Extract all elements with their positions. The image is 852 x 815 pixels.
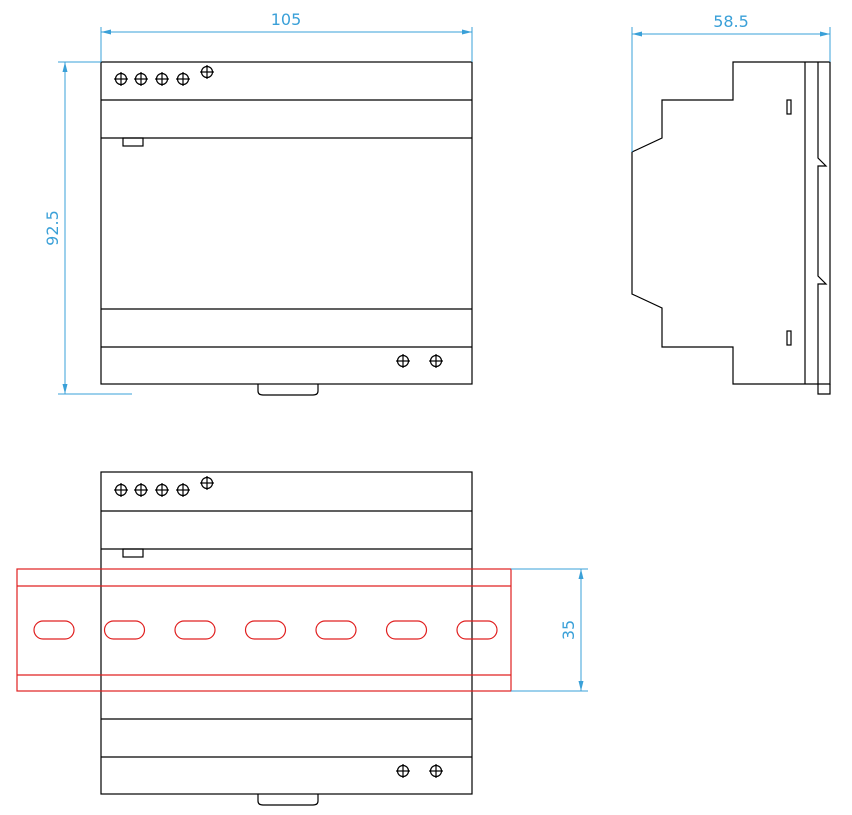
side-view-clip-slot-top: [786, 99, 792, 115]
rail-view-din-clip: [257, 794, 319, 806]
din-rail-slot: [174, 620, 216, 640]
din-rail-slot: [103, 620, 146, 640]
terminal-screw-icon: [395, 763, 411, 779]
front-view-din-clip: [257, 384, 319, 396]
arrowhead-icon: [578, 569, 584, 579]
arrowhead-icon: [578, 681, 584, 691]
front-view-top-terminal-block: [113, 64, 215, 87]
side-view-clip-slot-bottom: [786, 330, 792, 346]
terminal-screw-icon: [199, 64, 215, 80]
rail-view-led-indicator: [122, 548, 144, 558]
arrowhead-icon: [101, 29, 111, 35]
dimension-rail-height-label: 35: [559, 620, 578, 640]
terminal-screw-icon: [395, 353, 411, 369]
terminal-screw-icon: [428, 763, 444, 779]
arrowhead-icon: [462, 29, 472, 35]
terminal-screw-icon: [113, 71, 129, 87]
dimension-height-label: 92.5: [43, 210, 62, 246]
front-view-bottom-terminal-block: [395, 353, 444, 369]
side-view: 58.5: [631, 12, 831, 395]
terminal-screw-icon: [199, 475, 215, 491]
arrowhead-icon: [820, 31, 830, 37]
rail-view-top-terminal-block: [113, 475, 215, 498]
terminal-screw-icon: [154, 482, 170, 498]
dimension-depth-label: 58.5: [713, 12, 749, 31]
arrowhead-icon: [632, 31, 642, 37]
terminal-screw-icon: [175, 482, 191, 498]
rail-view-body: [100, 471, 473, 795]
terminal-screw-icon: [133, 482, 149, 498]
din-rail-slot: [385, 620, 428, 640]
dimension-depth: 58.5: [631, 12, 831, 152]
arrowhead-icon: [62, 384, 68, 394]
dimension-width-label: 105: [271, 10, 302, 29]
dimension-rail-height: 35: [511, 568, 588, 692]
terminal-screw-icon: [113, 482, 129, 498]
front-view-body: [100, 61, 473, 385]
din-rail: [16, 568, 512, 692]
terminal-screw-icon: [133, 71, 149, 87]
side-view-profile: [631, 61, 831, 385]
din-rail-slot: [315, 620, 357, 640]
arrowhead-icon: [62, 62, 68, 72]
din-rail-slot: [33, 620, 75, 640]
din-rail-slots: [33, 620, 498, 640]
terminal-screw-icon: [428, 353, 444, 369]
din-rail-slot: [244, 620, 287, 640]
dimension-height: 92.5: [43, 61, 132, 395]
rail-view-bottom-terminal-block: [395, 763, 444, 779]
rail-view: 35: [16, 471, 588, 806]
dimension-width: 105: [100, 10, 473, 62]
din-rail-slot: [456, 620, 498, 640]
din-rail-outline: [16, 568, 512, 692]
terminal-screw-icon: [154, 71, 170, 87]
terminal-screw-icon: [175, 71, 191, 87]
front-view-led-indicator: [122, 137, 144, 147]
side-view-din-clip: [817, 384, 831, 395]
front-view: 105 92.5: [43, 10, 473, 396]
side-view-din-groove: [817, 62, 828, 384]
